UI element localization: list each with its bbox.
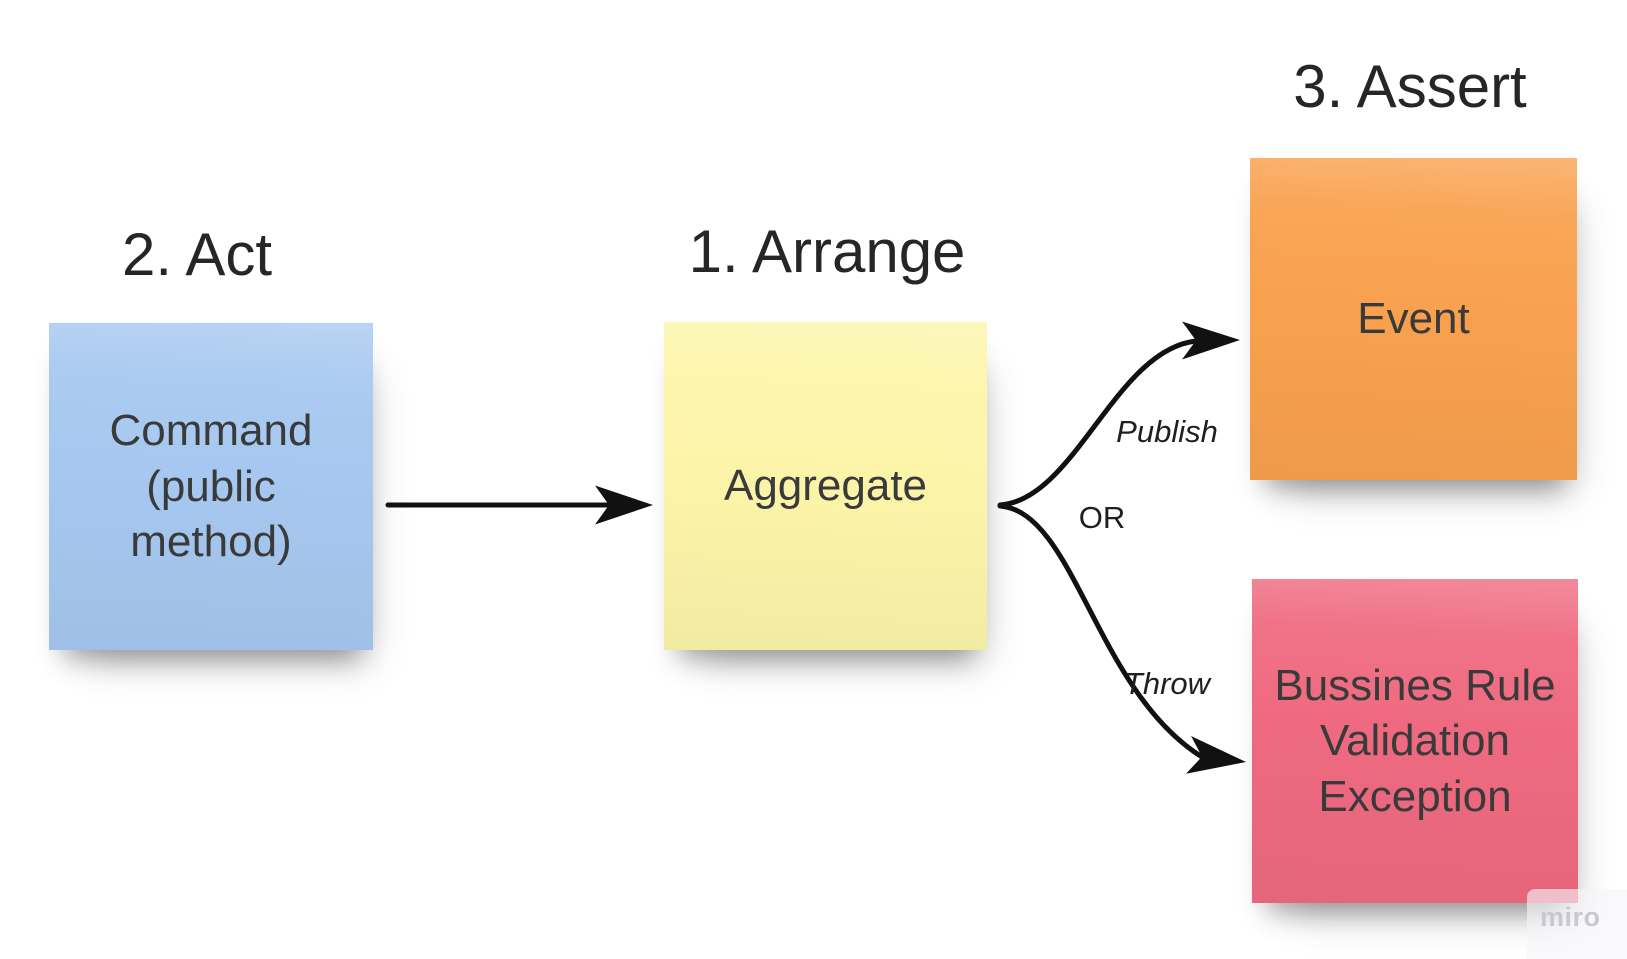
connector-label-or[interactable]: OR (1078, 500, 1126, 535)
connector-label-publish[interactable]: Publish (1116, 414, 1218, 449)
connector-aggregate-to-exception[interactable] (997, 503, 1246, 774)
connector-curve[interactable] (997, 503, 1205, 760)
arrowhead-icon[interactable] (1182, 321, 1240, 360)
connector-curve[interactable] (997, 338, 1199, 508)
heading-arrange[interactable]: 1. Arrange (688, 218, 966, 285)
arrowhead-icon[interactable] (1186, 736, 1246, 774)
sticky-note-command[interactable]: Command (public method) (49, 323, 373, 650)
sticky-note-exception-text: Bussines Rule Validation Exception (1274, 660, 1556, 821)
heading-act[interactable]: 2. Act (121, 221, 273, 288)
sticky-note-exception[interactable]: Bussines Rule Validation Exception (1252, 579, 1578, 903)
sticky-note-event-text: Event (1357, 294, 1470, 344)
heading-assert[interactable]: 3. Assert (1293, 53, 1527, 120)
connector-command-to-aggregate[interactable] (385, 485, 653, 525)
arrowhead-icon[interactable] (595, 485, 653, 525)
sticky-note-aggregate-text: Aggregate (723, 461, 928, 511)
connector-aggregate-to-event[interactable] (997, 321, 1240, 508)
connector-label-throw[interactable]: Throw (1123, 666, 1211, 701)
sticky-note-event[interactable]: Event (1250, 158, 1577, 480)
sticky-note-aggregate[interactable]: Aggregate (664, 322, 987, 650)
sticky-note-command-text: Command (public method) (109, 406, 313, 567)
miro-logo-text: miro (1540, 902, 1601, 932)
miro-watermark: miro (1527, 889, 1627, 959)
